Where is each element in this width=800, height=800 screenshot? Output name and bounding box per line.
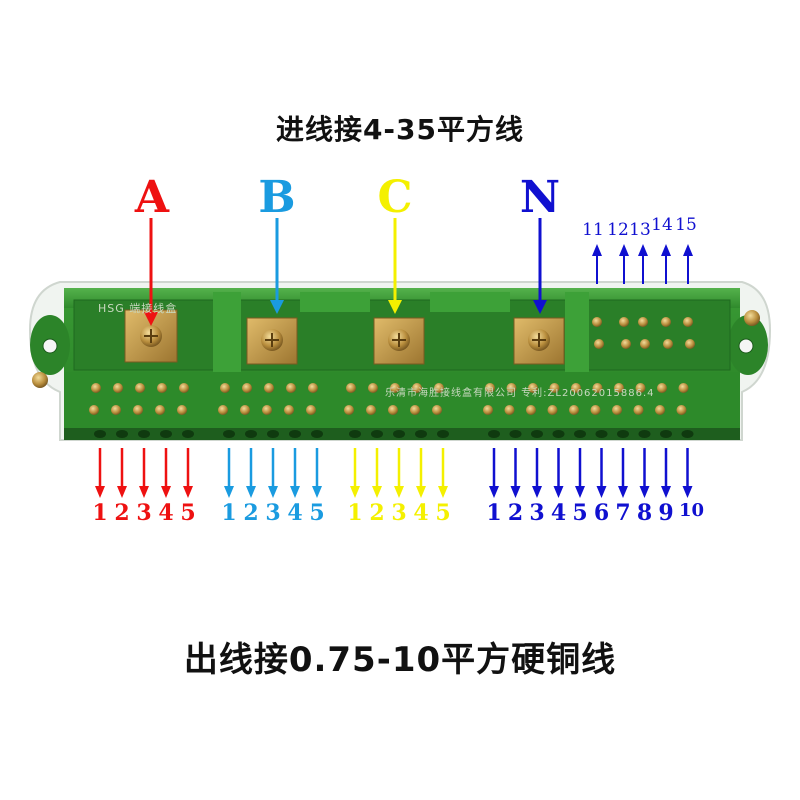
output-number: 2	[243, 500, 259, 526]
output-arrow-head	[553, 486, 564, 498]
output-hole	[160, 430, 172, 438]
output-number: 3	[529, 500, 545, 526]
brand-print: HSG 端接线盒	[98, 302, 178, 315]
output-hole	[552, 430, 565, 438]
output-number: 1	[92, 500, 108, 526]
phase-b-label: B	[258, 172, 296, 223]
output-number: 9	[658, 500, 674, 526]
output-hole	[223, 430, 235, 438]
output-hole	[393, 430, 405, 438]
output-arrow-head	[639, 486, 650, 498]
output-number: 4	[550, 500, 567, 526]
output-number: 4	[413, 500, 429, 526]
maker-print: 乐清市海胜接线盒有限公司 专利:ZL20062015886.4	[385, 388, 655, 399]
extra-output-number: 11	[582, 220, 604, 240]
output-hole	[617, 430, 629, 438]
extra-output-number: 14	[651, 215, 673, 235]
extra-output-number: 15	[675, 215, 697, 235]
extra-up-arrow-head	[661, 244, 671, 256]
output-hole	[116, 430, 128, 438]
output-hole	[94, 430, 106, 438]
output-hole	[437, 430, 449, 438]
output-arrow-head	[117, 486, 127, 498]
output-number: 10	[678, 500, 705, 521]
output-hole	[311, 430, 323, 438]
output-arrow-head	[510, 486, 521, 498]
output-arrow-head	[312, 486, 322, 498]
output-hole	[289, 430, 301, 438]
extra-up-arrow-head	[638, 244, 648, 256]
extra-output-number: 13	[629, 220, 651, 240]
output-number: 8	[636, 500, 653, 526]
output-arrow-head	[618, 486, 628, 498]
extra-up-arrow-head	[683, 244, 693, 256]
output-number: 7	[615, 500, 631, 526]
output-wire-spec: 出线接0.75-10平方硬铜线	[183, 640, 617, 680]
output-number: 3	[136, 500, 152, 526]
output-arrow-head	[372, 486, 382, 498]
output-hole	[488, 430, 500, 438]
output-number: 1	[221, 500, 237, 526]
output-number: 2	[369, 500, 385, 526]
output-arrow-head	[575, 486, 585, 498]
phase-n-label: N	[519, 172, 561, 223]
output-number: 5	[572, 500, 588, 526]
output-hole	[349, 430, 361, 438]
output-arrow-head	[682, 486, 693, 498]
output-arrow-head	[183, 486, 193, 498]
output-arrow-head	[139, 486, 149, 498]
output-hole	[138, 430, 150, 438]
output-arrow-head	[161, 486, 171, 498]
phase-c-label: C	[377, 172, 413, 223]
output-number: 3	[265, 500, 281, 526]
output-number: 6	[593, 500, 610, 526]
output-arrow-head	[224, 486, 234, 498]
output-hole	[574, 430, 586, 438]
output-hole	[638, 430, 651, 438]
output-arrow-head	[416, 486, 426, 498]
output-hole	[245, 430, 257, 438]
output-arrow-head	[290, 486, 300, 498]
output-number: 5	[309, 500, 325, 526]
output-arrow-head	[489, 486, 499, 498]
output-hole	[531, 430, 543, 438]
output-number: 4	[287, 500, 303, 526]
extra-up-arrow-head	[619, 244, 629, 256]
output-hole	[267, 430, 279, 438]
extra-up-arrow-head	[592, 244, 602, 256]
output-hole	[182, 430, 194, 438]
input-wire-spec: 进线接4-35平方线	[275, 113, 525, 146]
output-hole	[595, 430, 608, 438]
output-arrow-head	[394, 486, 404, 498]
output-hole	[681, 430, 694, 438]
output-number: 2	[114, 500, 130, 526]
output-arrow-head	[268, 486, 278, 498]
output-number: 3	[391, 500, 407, 526]
output-arrow-head	[438, 486, 448, 498]
output-arrow-head	[350, 486, 360, 498]
output-arrow-head	[246, 486, 256, 498]
output-hole	[371, 430, 383, 438]
output-arrow-head	[661, 486, 671, 498]
output-number: 1	[347, 500, 363, 526]
output-hole	[415, 430, 427, 438]
output-number: 5	[180, 500, 196, 526]
output-number: 4	[158, 500, 174, 526]
output-arrow-head	[532, 486, 542, 498]
output-number: 5	[435, 500, 451, 526]
output-arrow-head	[95, 486, 105, 498]
output-number: 1	[486, 500, 502, 526]
output-number: 2	[507, 500, 524, 526]
phase-a-label: A	[134, 172, 170, 223]
extra-output-number: 12	[607, 220, 629, 240]
output-hole	[660, 430, 672, 438]
output-arrow-head	[596, 486, 607, 498]
output-hole	[509, 430, 522, 438]
